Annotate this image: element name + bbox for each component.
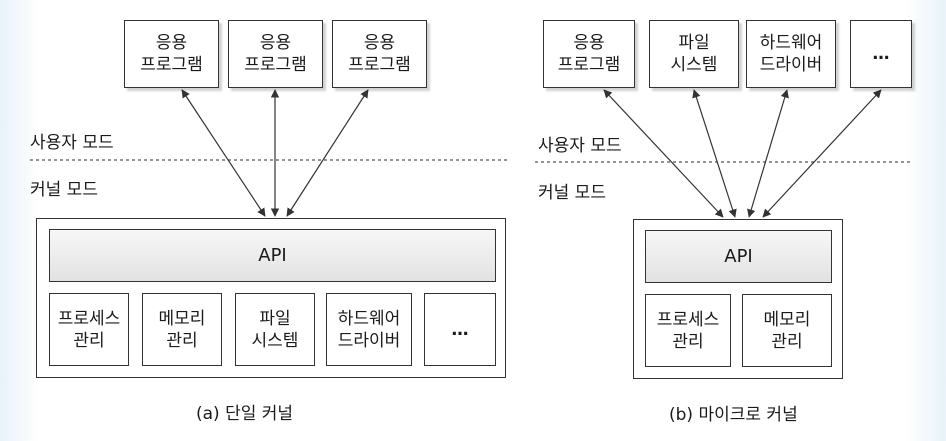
right-app-1-line-1: 응용 [573, 33, 605, 53]
left-module-box-3: 파일 시스템 [235, 293, 315, 366]
left-app-box-2: 응용 프로그램 [228, 20, 323, 88]
left-app-2-line-1: 응용 [259, 33, 292, 53]
right-app-box-3: 하드웨어 드라이버 [746, 20, 836, 88]
right-app-3-line-1: 하드웨어 [759, 33, 823, 53]
left-module-1-line-1: 프로세스 [57, 308, 121, 329]
right-module-1-line-1: 프로세스 [656, 309, 720, 330]
right-kernel-mode-label: 커널 모드 [538, 183, 606, 203]
left-app-3-line-1: 응용 [363, 33, 396, 53]
right-app-2-line-2: 시스템 [670, 55, 718, 75]
left-module-box-5: … [424, 293, 496, 366]
left-user-mode-label: 사용자 모드 [30, 133, 114, 153]
left-module-2-line-2: 관리 [166, 330, 198, 351]
left-module-box-2: 메모리 관리 [142, 293, 222, 366]
right-app-3-line-2: 드라이버 [759, 55, 823, 75]
left-caption: (a) 단일 커널 [196, 404, 294, 424]
right-arrow-1 [603, 89, 724, 218]
left-app-1-line-1: 응용 [155, 33, 188, 53]
left-module-3-line-1: 파일 [259, 308, 291, 329]
left-app-2-line-2: 프로그램 [244, 55, 307, 75]
left-arrow-3 [286, 89, 369, 217]
right-app-1-line-2: 프로그램 [557, 55, 621, 75]
left-api-label: API [258, 245, 287, 266]
left-app-box-3: 응용 프로그램 [332, 20, 427, 88]
left-module-4-line-2: 드라이버 [337, 330, 401, 351]
left-module-2-line-1: 메모리 [158, 308, 206, 329]
right-module-2-line-1: 메모리 [763, 309, 811, 330]
right-app-box-1: 응용 프로그램 [543, 20, 635, 88]
right-module-box-2: 메모리 관리 [742, 294, 832, 367]
right-arrow-2 [692, 89, 737, 218]
right-module-1-line-2: 관리 [672, 331, 704, 352]
right-caption: (b) 마이크로 커널 [669, 405, 798, 425]
right-module-2-line-2: 관리 [771, 331, 803, 352]
left-module-box-1: 프로세스 관리 [49, 293, 129, 366]
right-app-box-2: 파일 시스템 [649, 20, 739, 88]
left-api-bar: API [49, 229, 496, 282]
right-arrow-4 [762, 89, 882, 218]
left-app-1-line-2: 프로그램 [140, 55, 203, 75]
right-api-label: API [724, 246, 753, 267]
left-module-5-line-1: … [451, 319, 469, 340]
right-user-mode-label: 사용자 모드 [538, 136, 622, 156]
right-module-box-1: 프로세스 관리 [645, 294, 731, 367]
left-arrow-1 [181, 89, 266, 217]
left-kernel-mode-label: 커널 모드 [30, 180, 98, 200]
right-app-4-line-1: … [872, 44, 890, 64]
right-api-bar: API [645, 230, 832, 283]
left-app-3-line-2: 프로그램 [348, 55, 411, 75]
left-module-1-line-2: 관리 [73, 330, 105, 351]
left-module-4-line-1: 하드웨어 [337, 308, 401, 329]
right-app-box-4: … [850, 20, 912, 88]
right-app-2-line-1: 파일 [678, 33, 710, 53]
left-app-box-1: 응용 프로그램 [124, 20, 219, 88]
left-module-3-line-2: 시스템 [251, 330, 299, 351]
left-module-box-4: 하드웨어 드라이버 [326, 293, 412, 366]
